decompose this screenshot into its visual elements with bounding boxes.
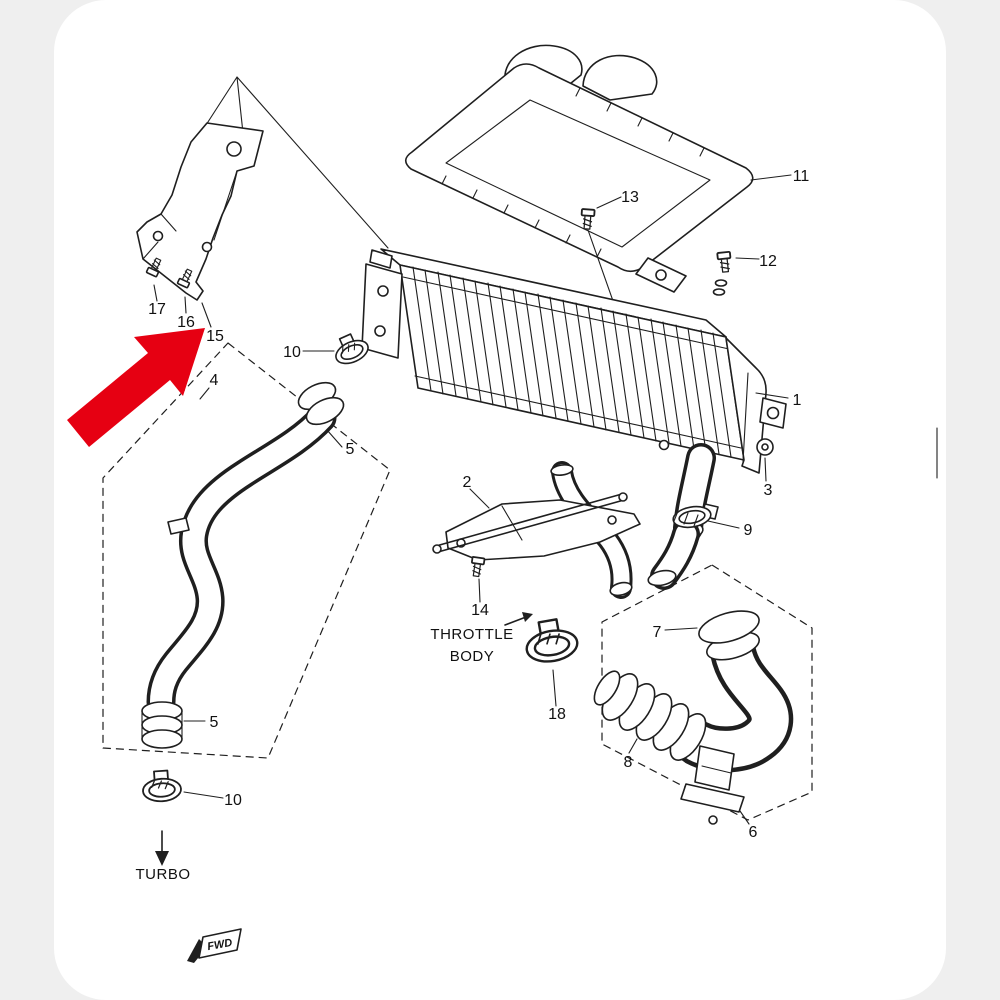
part-label-14: 14 <box>471 602 489 619</box>
dashed-group-box-intake-6 <box>601 564 813 821</box>
bracket-2 <box>432 492 641 561</box>
elbow-hose-7 <box>674 610 794 773</box>
bolt-12-with-washers <box>712 250 733 296</box>
outlet-pipe-2-region <box>550 461 633 599</box>
red-highlight-arrow <box>67 328 205 447</box>
part-label-9: 9 <box>744 522 753 539</box>
throttle-direction-arrow-icon <box>504 612 533 626</box>
part-label-7: 7 <box>653 624 662 641</box>
fwd-marker: FWD <box>187 928 242 963</box>
bolt-14 <box>469 555 486 578</box>
bracket-reference-lines <box>205 76 389 249</box>
turbo-label: TURBO <box>136 866 191 883</box>
fwd-label: FWD <box>206 937 233 953</box>
part-label-11: 11 <box>793 168 810 185</box>
dashed-group-box-hose-4 <box>102 342 391 759</box>
turbo-direction-arrow-icon <box>155 830 169 866</box>
hose-clamp-9 <box>672 503 719 529</box>
throttle-body-label-line1: THROTTLE <box>430 626 513 643</box>
air-intake-assembly-6 <box>593 610 794 825</box>
part-label-15: 15 <box>206 328 224 345</box>
corrugated-hose-8 <box>593 670 707 761</box>
grommet-3 <box>756 438 774 456</box>
part-label-4: 4 <box>210 372 219 389</box>
bracket-15 <box>136 122 264 301</box>
part-label-2: 2 <box>463 474 472 491</box>
part-label-10-upper: 10 <box>283 344 301 361</box>
intercooler-left-tab <box>369 249 393 269</box>
part-label-8: 8 <box>624 754 633 771</box>
part-label-12: 12 <box>759 253 777 270</box>
part-label-10-lower: 10 <box>224 792 242 809</box>
throttle-body-label-line2: BODY <box>450 648 495 665</box>
air-cleaner-cover-11 <box>404 44 754 293</box>
part-label-3: 3 <box>764 482 773 499</box>
part-label-18: 18 <box>548 706 566 723</box>
part-label-1: 1 <box>793 392 802 409</box>
part-label-17: 17 <box>148 301 166 318</box>
part-label-16: 16 <box>177 314 195 331</box>
part-label-6: 6 <box>749 824 758 841</box>
hose-sleeve-5-lower <box>141 701 183 749</box>
part-label-13: 13 <box>621 189 639 206</box>
inlet-hose-4-group <box>140 328 373 866</box>
bracket-stay-rod <box>435 493 625 553</box>
part-label-5-upper: 5 <box>346 441 355 458</box>
intercooler-1 <box>361 248 787 474</box>
hose-clamp-18 <box>521 615 581 667</box>
leader-lines <box>153 174 792 825</box>
hose-clip <box>167 517 190 535</box>
part-label-5-lower: 5 <box>210 714 219 731</box>
outlet-hose-with-clamp-9 <box>647 443 719 590</box>
intercooler-left-bracket <box>361 263 403 359</box>
intercooler-fins <box>412 266 732 458</box>
resonator-bracket <box>680 745 745 825</box>
hose-clamp-10-lower <box>140 768 183 804</box>
